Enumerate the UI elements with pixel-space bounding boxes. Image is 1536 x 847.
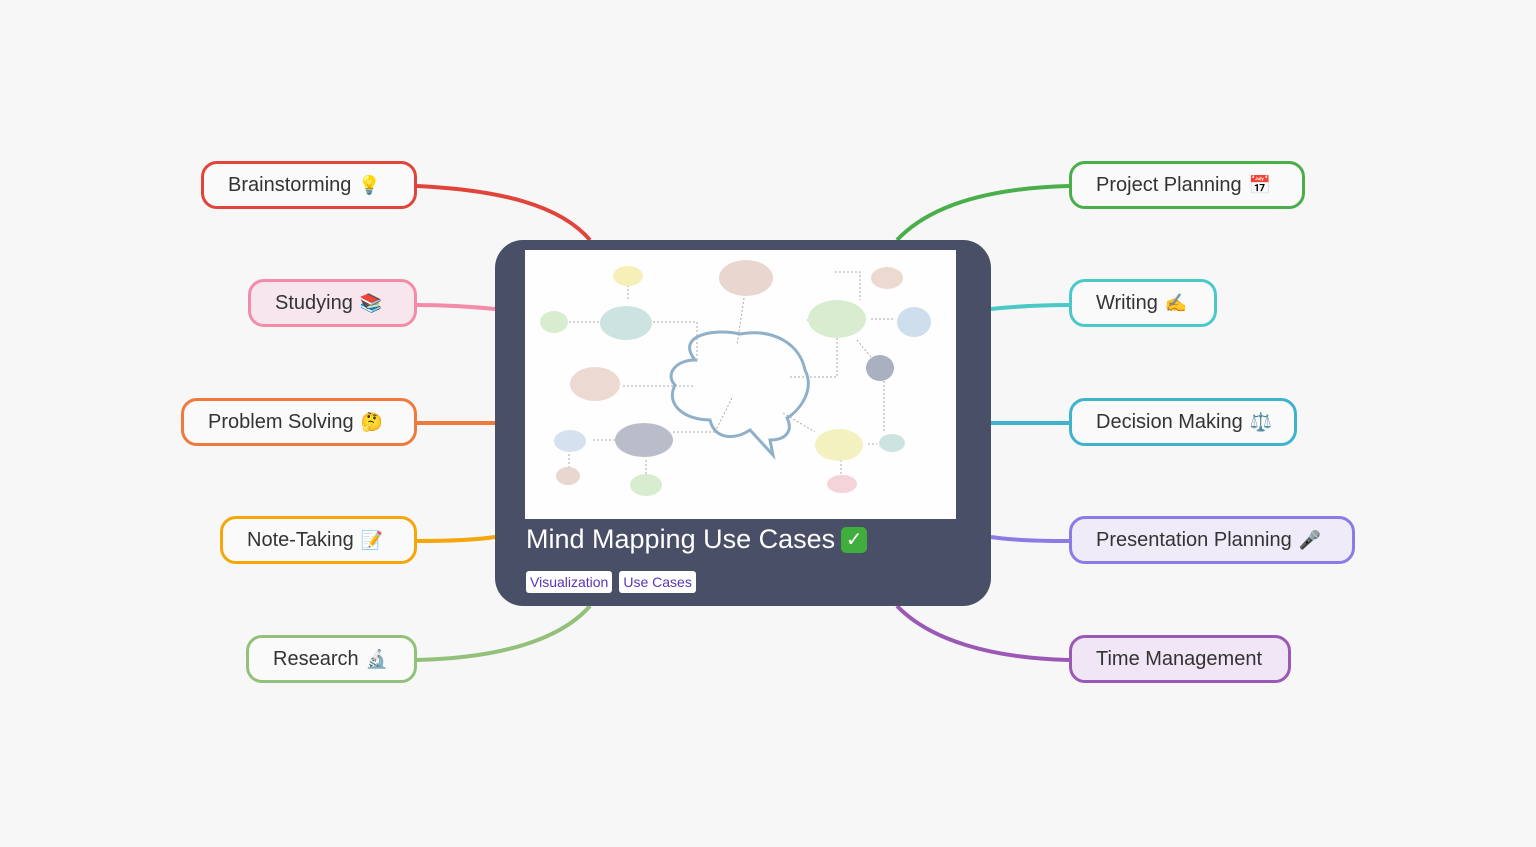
branch-node-brainstorming[interactable]: Brainstorming 💡: [201, 161, 417, 209]
branch-node-project-planning[interactable]: Project Planning 📅: [1069, 161, 1305, 209]
light-bulb-icon: 💡: [358, 174, 381, 195]
branch-label: Studying: [275, 291, 353, 314]
branch-label: Presentation Planning: [1096, 528, 1292, 551]
tag-use-cases[interactable]: Use Cases: [619, 571, 696, 593]
thinking-face-icon: 🤔: [360, 411, 384, 432]
branch-node-studying[interactable]: Studying 📚: [248, 279, 417, 327]
branch-node-time-management[interactable]: Time Management: [1069, 635, 1291, 683]
connector-left-1: [416, 303, 496, 311]
central-topic-label: Mind Mapping Use Cases: [526, 524, 836, 554]
microscope-icon: 🔬: [365, 648, 389, 669]
speech-bubble-outline: [669, 330, 810, 460]
connector-right-4: [895, 604, 1070, 662]
connector-right-0: [895, 184, 1070, 242]
central-topic[interactable]: Mind Mapping Use Cases✓ Visualization Us…: [495, 240, 991, 606]
topic-tags: Visualization Use Cases: [526, 571, 696, 593]
branch-node-writing[interactable]: Writing ✍️: [1069, 279, 1217, 327]
branch-label: Brainstorming: [228, 173, 352, 196]
branch-node-problem-solving[interactable]: Problem Solving 🤔: [181, 398, 417, 446]
branch-label: Project Planning: [1096, 173, 1242, 196]
calendar-icon: 📅: [1248, 174, 1272, 195]
branch-label: Writing: [1096, 291, 1158, 314]
tag-visualization[interactable]: Visualization: [526, 571, 613, 593]
branch-label: Note-Taking: [247, 528, 354, 551]
central-topic-title: Mind Mapping Use Cases✓: [526, 524, 868, 555]
connector-left-0: [416, 184, 592, 242]
branch-node-decision-making[interactable]: Decision Making ⚖️: [1069, 398, 1297, 446]
branch-label: Decision Making: [1096, 410, 1243, 433]
books-icon: 📚: [359, 292, 383, 313]
balance-scale-icon: ⚖️: [1249, 411, 1273, 432]
branch-node-note-taking[interactable]: Note-Taking 📝: [220, 516, 417, 564]
connector-left-4: [416, 604, 592, 662]
memo-icon: 📝: [360, 529, 384, 550]
connector-right-3: [990, 535, 1070, 543]
check-mark-icon: ✓: [841, 527, 868, 553]
branch-label: Problem Solving: [208, 410, 354, 433]
branch-node-research[interactable]: Research 🔬: [246, 635, 417, 683]
writing-hand-icon: ✍️: [1164, 292, 1188, 313]
branch-node-presentation-planning[interactable]: Presentation Planning 🎤: [1069, 516, 1355, 564]
branch-label: Research: [273, 647, 359, 670]
brain-mind-map-image: [525, 250, 956, 519]
connector-right-1: [990, 303, 1070, 311]
connector-left-3: [416, 535, 496, 543]
branch-label: Time Management: [1096, 647, 1262, 670]
microphone-icon: 🎤: [1298, 529, 1322, 550]
